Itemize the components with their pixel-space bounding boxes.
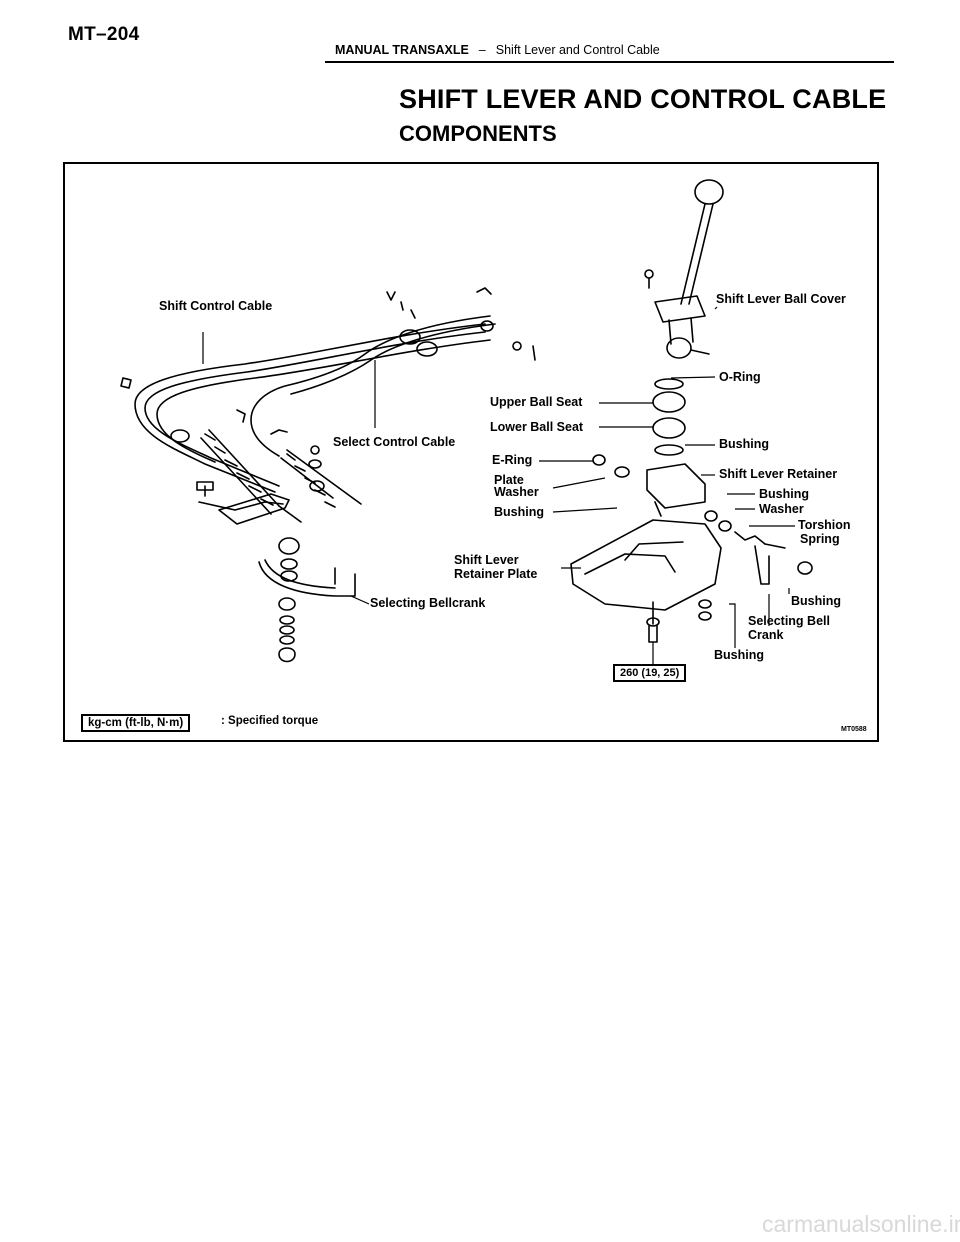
label-torshion: Torshion bbox=[798, 518, 851, 532]
label-shift-lever-ball-cover: Shift Lever Ball Cover bbox=[716, 292, 846, 306]
label-o-ring: O-Ring bbox=[719, 370, 761, 384]
label-washer-1: Washer bbox=[494, 485, 539, 499]
header-topic: Shift Lever and Control Cable bbox=[495, 43, 660, 57]
torque-value-box: 260 (19, 25) bbox=[613, 664, 687, 682]
exploded-diagram bbox=[120, 179, 813, 664]
retainer-plate-drawing bbox=[570, 519, 722, 643]
legend-units-box: kg-cm (ft-lb, N·m) bbox=[81, 714, 191, 732]
label-bushing-5: Bushing bbox=[714, 648, 764, 662]
label-retainer-plate: Retainer Plate bbox=[454, 567, 538, 581]
label-shift-control-cable: Shift Control Cable bbox=[159, 299, 273, 313]
label-selecting-bellcrank: Selecting Bellcrank bbox=[370, 596, 486, 610]
label-shift-lever-retainer: Shift Lever Retainer bbox=[719, 467, 838, 481]
label-crank: Crank bbox=[748, 628, 784, 642]
subsection-title: COMPONENTS bbox=[399, 121, 557, 146]
label-e-ring: E-Ring bbox=[492, 453, 533, 467]
label-select-control-cable: Select Control Cable bbox=[333, 435, 456, 449]
header-separator: – bbox=[478, 43, 486, 57]
label-shift-lever: Shift Lever bbox=[454, 553, 519, 567]
shift-control-cable-drawing bbox=[134, 323, 491, 523]
label-bushing-1: Bushing bbox=[719, 437, 769, 451]
page-number: MT–204 bbox=[68, 24, 140, 45]
header-section: MANUAL TRANSAXLE bbox=[335, 43, 469, 57]
label-upper-ball-seat: Upper Ball Seat bbox=[490, 395, 583, 409]
header-rule bbox=[325, 61, 894, 63]
label-washer-2: Washer bbox=[759, 502, 804, 516]
label-plate: Plate bbox=[494, 473, 524, 487]
label-bushing-3: Bushing bbox=[759, 487, 809, 501]
running-header: MANUAL TRANSAXLE–Shift Lever and Control… bbox=[335, 43, 660, 57]
label-bushing-4: Bushing bbox=[791, 594, 841, 608]
shift-lever-drawing bbox=[592, 179, 724, 517]
legend-text: : Specified torque bbox=[221, 715, 319, 727]
label-lower-ball-seat: Lower Ball Seat bbox=[490, 420, 584, 434]
select-control-cable-drawing bbox=[250, 315, 496, 508]
selecting-bell-crank-drawing bbox=[704, 510, 813, 585]
watermark: carmanualsonline.info bbox=[762, 1211, 960, 1237]
label-bushing-2: Bushing bbox=[494, 505, 544, 519]
label-spring: Spring bbox=[800, 532, 840, 546]
figure-code: MT0588 bbox=[841, 726, 867, 733]
components-figure: Shift Control Cable Select Control Cable… bbox=[63, 162, 879, 742]
label-selecting-bell: Selecting Bell bbox=[748, 614, 830, 628]
section-title: SHIFT LEVER AND CONTROL CABLE bbox=[399, 84, 887, 114]
selecting-bellcrank-drawing bbox=[196, 481, 356, 663]
